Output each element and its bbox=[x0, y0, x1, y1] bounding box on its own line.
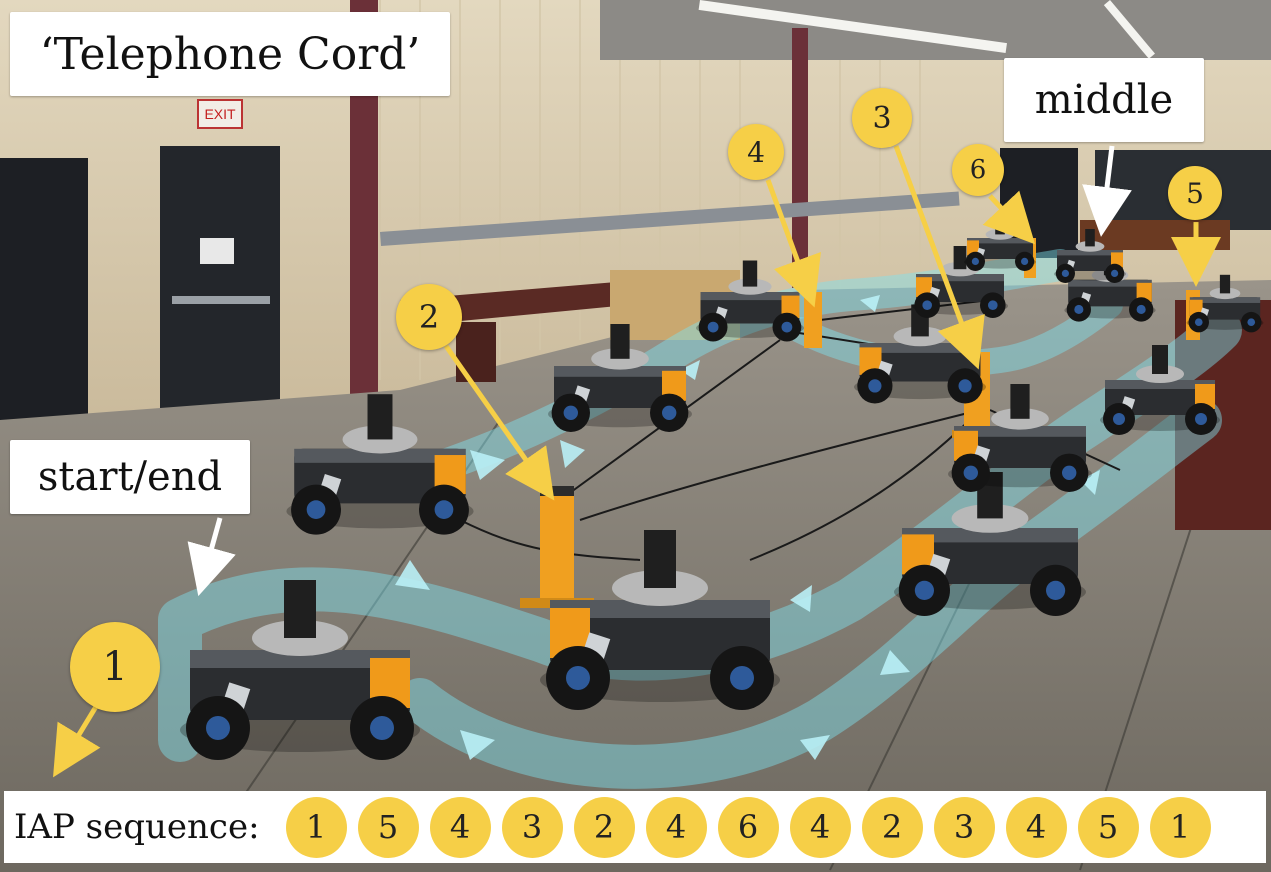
robot bbox=[548, 324, 692, 432]
marker-3: 3 bbox=[852, 88, 912, 148]
sequence-item: 1 bbox=[285, 796, 347, 858]
marker-1: 1 bbox=[70, 622, 160, 712]
wall-rail bbox=[379, 191, 960, 246]
svg-text:EXIT: EXIT bbox=[204, 106, 236, 122]
door bbox=[160, 146, 280, 421]
annotation-arrows bbox=[53, 145, 1221, 778]
iap-sequence-label: IAP sequence: bbox=[14, 807, 260, 847]
robot bbox=[180, 580, 420, 760]
robot bbox=[912, 246, 1008, 318]
start-end-label: start/end bbox=[10, 440, 250, 514]
door-sign bbox=[200, 238, 234, 264]
iap-sequence-list: 1 5 4 3 2 4 6 4 2 3 4 5 1 bbox=[285, 796, 1211, 858]
middle-label: middle bbox=[1004, 58, 1204, 142]
robot bbox=[286, 394, 474, 535]
sequence-item: 4 bbox=[1005, 796, 1067, 858]
door bbox=[0, 158, 88, 428]
sequence-item: 3 bbox=[501, 796, 563, 858]
sequence-item: 4 bbox=[789, 796, 851, 858]
robot bbox=[1054, 229, 1126, 283]
ceiling-light bbox=[1103, 0, 1155, 59]
exit-sign: EXIT bbox=[197, 99, 243, 129]
robot bbox=[1186, 274, 1264, 333]
sequence-item: 6 bbox=[717, 796, 779, 858]
door-bar bbox=[172, 296, 270, 304]
robots bbox=[180, 217, 1264, 760]
pole bbox=[804, 292, 822, 348]
sequence-item: 2 bbox=[861, 796, 923, 858]
robot bbox=[540, 530, 780, 710]
sequence-item: 5 bbox=[357, 796, 419, 858]
robot bbox=[1100, 345, 1220, 435]
sequence-item: 2 bbox=[573, 796, 635, 858]
marker-4: 4 bbox=[728, 124, 784, 180]
pillar bbox=[792, 28, 808, 288]
marker-6: 6 bbox=[952, 144, 1004, 196]
sequence-item: 1 bbox=[1149, 796, 1211, 858]
ceiling-light bbox=[698, 0, 1007, 54]
robot bbox=[948, 384, 1092, 492]
figure-title: ‘Telephone Cord’ bbox=[10, 12, 450, 96]
sequence-item: 5 bbox=[1077, 796, 1139, 858]
sequence-item: 3 bbox=[933, 796, 995, 858]
marker-2: 2 bbox=[396, 284, 462, 350]
sequence-item: 4 bbox=[645, 796, 707, 858]
sequence-item: 4 bbox=[429, 796, 491, 858]
iap-sequence-bar: IAP sequence: 1 5 4 3 2 4 6 4 2 3 4 5 1 bbox=[4, 791, 1266, 863]
marker-5: 5 bbox=[1168, 166, 1222, 220]
trajectory-arrows bbox=[395, 295, 1100, 760]
